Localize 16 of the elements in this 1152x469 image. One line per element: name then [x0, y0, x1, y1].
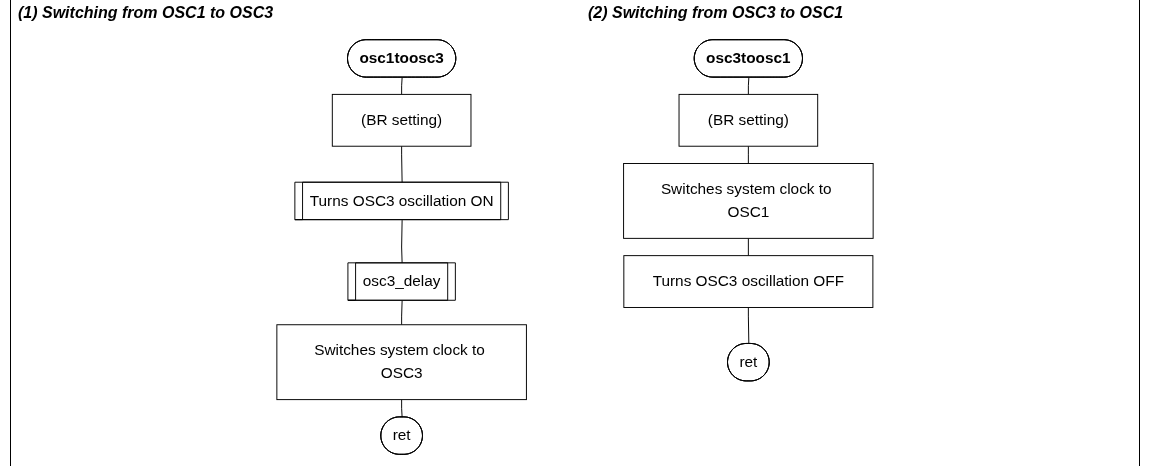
node-box: (BR setting)	[678, 93, 819, 147]
node-box: Switches system clock to OSC1	[623, 163, 874, 239]
connector	[747, 77, 750, 95]
connector	[747, 145, 749, 164]
connector	[747, 307, 750, 345]
node-box: Turns OSC3 oscillation OFF	[623, 255, 874, 308]
section-heading: (1) Switching from OSC1 to OSC3	[18, 4, 274, 22]
connector	[747, 237, 749, 257]
connector	[401, 77, 403, 95]
connector	[401, 300, 403, 326]
connector	[401, 145, 403, 184]
node-box: Switches system clock to OSC3	[276, 324, 527, 401]
connector	[401, 399, 403, 418]
connector	[401, 219, 403, 264]
node-box: (BR setting)	[331, 93, 472, 147]
section-heading: (2) Switching from OSC3 to OSC1	[588, 4, 844, 22]
